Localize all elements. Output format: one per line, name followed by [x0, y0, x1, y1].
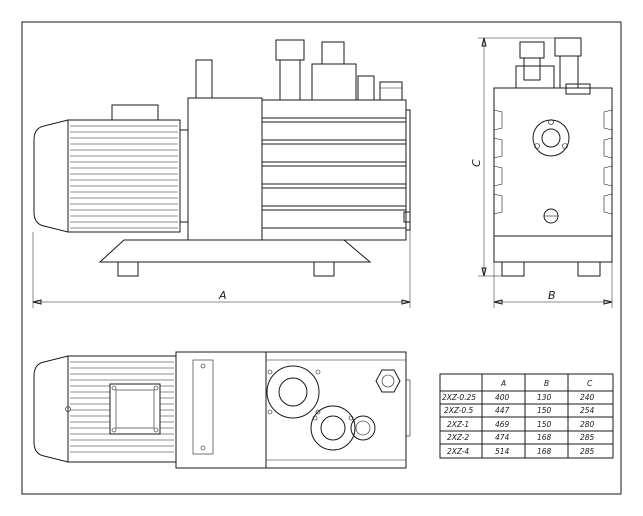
table-cell: 474	[495, 433, 510, 442]
side-flange-outer	[532, 119, 570, 157]
top-pump-body	[265, 351, 407, 469]
side-inlet-stem	[559, 55, 579, 89]
motor-cooling-fins	[70, 125, 178, 229]
table-cell-model: 2XZ-2	[447, 433, 469, 442]
right-foot	[313, 261, 335, 277]
base-plate	[98, 239, 372, 263]
table-cell: 254	[580, 406, 595, 415]
exhaust-chimney	[195, 59, 213, 99]
table-cell: 400	[495, 393, 510, 402]
top-inlet-flange	[266, 365, 320, 419]
motor-end-cap	[33, 119, 69, 233]
top-view	[33, 351, 411, 469]
side-right-foot	[577, 261, 601, 277]
drawing-frame	[21, 21, 622, 495]
side-fitting-cap	[519, 41, 545, 59]
table-cell-model: 2XZ-1	[447, 420, 469, 429]
table-cell: 168	[537, 447, 552, 456]
side-valve	[565, 83, 591, 95]
side-view: C B	[470, 37, 613, 308]
top-bracket	[175, 351, 267, 469]
front-view: A	[32, 39, 411, 308]
table-cell-model: 2XZ-0.5	[444, 406, 474, 415]
dimension-label-b: B	[548, 289, 556, 302]
side-body-notches	[493, 109, 613, 215]
table-header-c: C	[587, 379, 593, 388]
table-cell: 514	[495, 447, 510, 456]
table-cell: 130	[537, 393, 552, 402]
top-terminal-box	[109, 383, 161, 435]
top-outlet-bore	[320, 415, 346, 441]
table-cell-model: 2XZ-0.25	[442, 393, 476, 402]
oil-fill-plug	[357, 75, 375, 101]
table-cell: 150	[537, 420, 552, 429]
dimension-table: A B C 2XZ-0.25 400 130 240 2XZ-0.5 447 1…	[439, 373, 614, 459]
bracket-housing	[187, 97, 263, 241]
top-inlet-bore	[278, 377, 308, 407]
table-cell: 469	[495, 420, 510, 429]
side-fitting-stem	[523, 57, 541, 81]
table-cell: 240	[580, 393, 595, 402]
motor-body	[67, 119, 181, 233]
exhaust-valve	[379, 81, 403, 101]
drain-plug	[403, 211, 411, 223]
dimension-label-c: C	[470, 159, 483, 167]
side-base	[493, 235, 613, 263]
side-flange-inner	[541, 128, 561, 148]
gas-ballast-top	[321, 41, 345, 65]
table-cell: 285	[580, 447, 595, 456]
motor-terminal-box	[111, 104, 159, 121]
table-cell-model: 2XZ-4	[447, 447, 469, 456]
side-ballast-block	[515, 65, 555, 89]
table-cell: 280	[580, 420, 595, 429]
pump-end-plate	[405, 109, 411, 231]
table-header-b: B	[544, 379, 549, 388]
table-header-a: A	[500, 379, 506, 388]
dimension-label-a: A	[218, 289, 227, 302]
table-cell: 168	[537, 433, 552, 442]
side-pump-body	[493, 87, 613, 237]
left-foot	[117, 261, 139, 277]
table-cell: 447	[495, 406, 510, 415]
table-cell: 150	[537, 406, 552, 415]
top-gauge-port	[350, 415, 376, 441]
top-hex-plug	[375, 369, 401, 393]
inlet-port-cap	[275, 39, 305, 61]
table-cell: 285	[580, 433, 595, 442]
pump-body	[261, 99, 407, 241]
inlet-port-stem	[279, 59, 301, 101]
top-motor-end-cap	[33, 355, 69, 463]
gas-ballast-body	[311, 63, 357, 101]
pump-body-fins	[262, 117, 406, 229]
top-outlet-flange	[310, 405, 356, 451]
coupling-flange	[179, 129, 189, 223]
side-left-foot	[501, 261, 525, 277]
side-inlet-cap	[554, 37, 582, 57]
